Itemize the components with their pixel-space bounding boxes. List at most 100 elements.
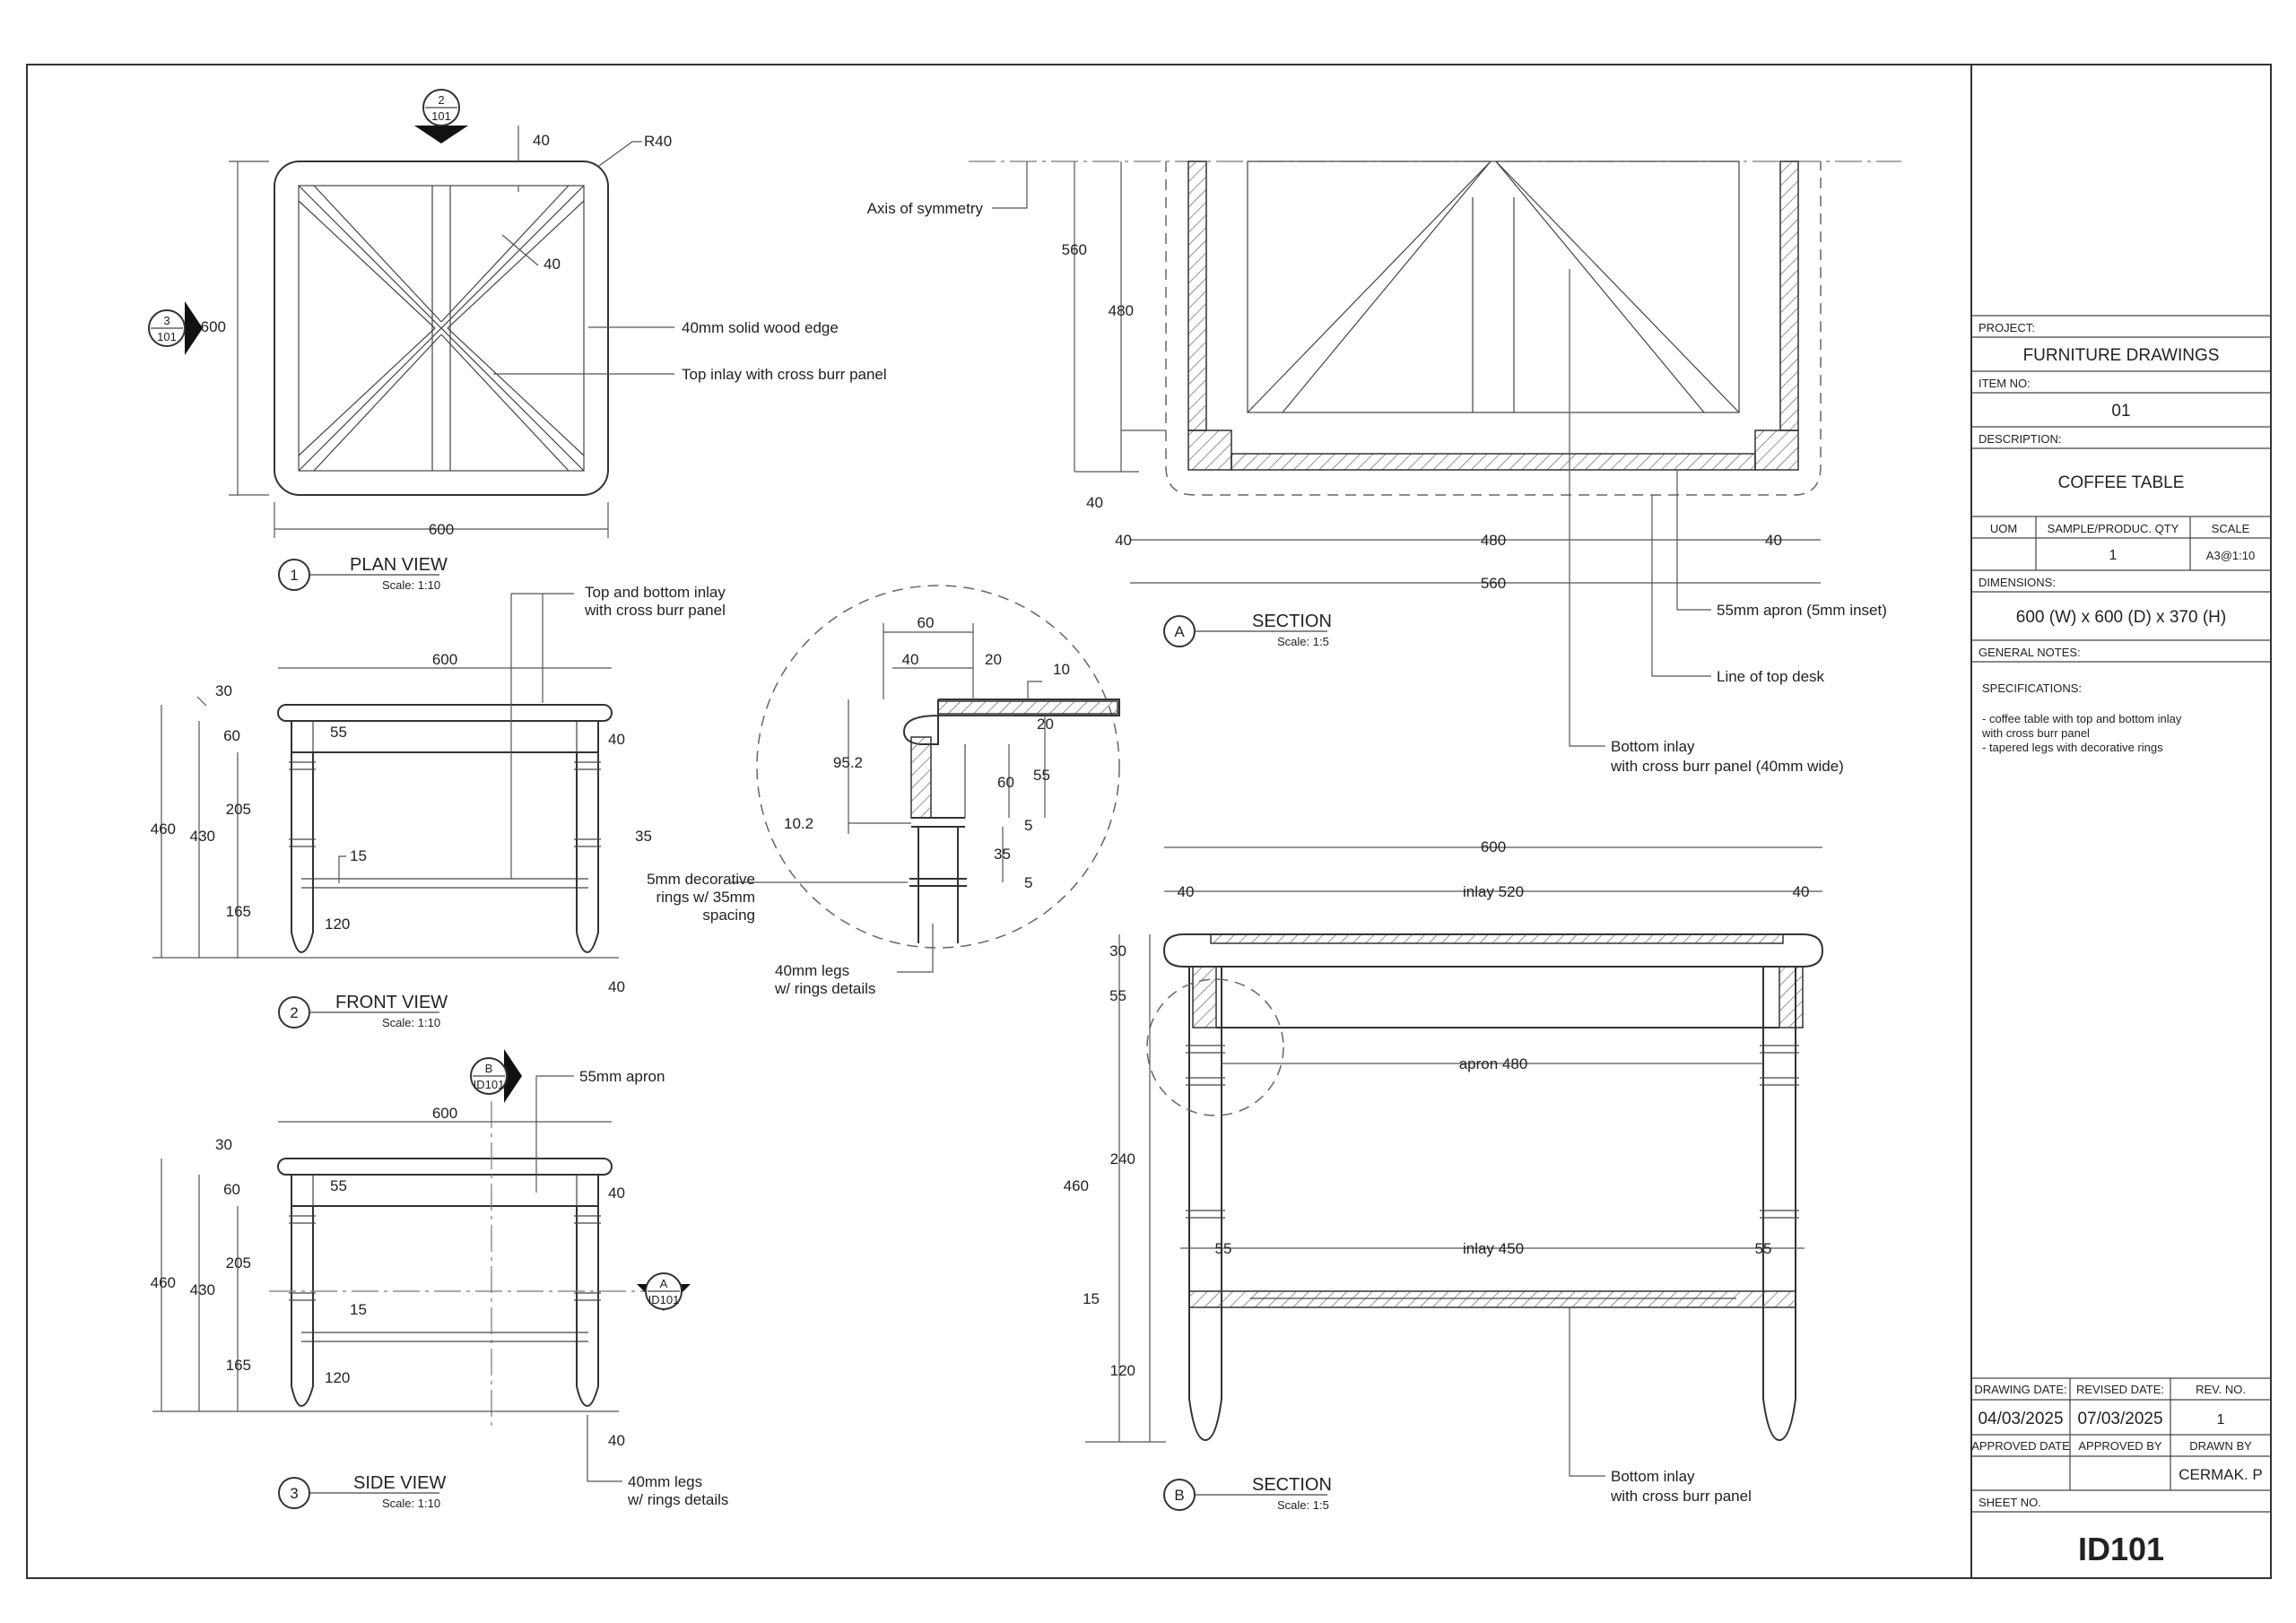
side-view: 600 30 460 430 60 205 165 55 40 15 120 4… [151,1068,729,1508]
drawing-label: 30 [215,682,232,699]
drawing-label: Bottom inlay [1611,738,1695,755]
drawing-label: 460 [1064,1177,1089,1194]
drawing-label: 165 [226,903,251,920]
drawing-label: B [1174,1487,1184,1504]
description-value: COFFEE TABLE [2058,473,2185,492]
plan-note-inlay: Top inlay with cross burr panel [682,366,887,383]
drawing-label: 10.2 [784,815,813,832]
drawing-label: Scale: 1:10 [382,578,440,592]
sheet-no-label: SHEET NO. [1979,1496,2041,1509]
drawing-label: spacing [702,907,755,924]
drawing-label: Bottom inlay [1611,1468,1695,1485]
section-marker-side-b[interactable]: B ID101 [470,1049,522,1103]
drawing-label: Top and bottom inlay [585,584,726,601]
drawing-date-value: 04/03/2025 [1978,1410,2063,1428]
drawing-label: 2 [438,93,444,107]
drawing-label: 120 [1110,1362,1135,1379]
section-marker-side-a[interactable]: A ID101 [637,1272,691,1311]
plan-view: 600 600 40 R40 40 40mm solid wood edge T… [201,126,887,538]
drawing-label: 430 [190,1281,215,1298]
drawing-label: 40 [608,978,625,995]
plan-dim-600-v: 600 [201,318,226,335]
qty-value: 1 [2109,548,2118,563]
view-title-front: 2 FRONT VIEW Scale: 1:10 [278,993,448,1029]
section-b: 600 40 inlay 520 40 30 55 460 240 15 120… [1064,838,1824,1505]
item-no-label: ITEM NO: [1979,377,2031,390]
drawing-label: 3 [163,314,170,327]
note-line: with cross burr panel [1981,726,2090,740]
drawing-label: 40 [1115,532,1132,549]
drawing-label: w/ rings details [627,1491,728,1508]
scale-value: A3@1:10 [2206,549,2255,562]
drawing-label: 55mm apron (5mm inset) [1717,602,1887,619]
note-line: SPECIFICATIONS: [1982,681,2082,695]
dimensions-label: DIMENSIONS: [1979,576,2056,589]
drawing-label: 120 [325,916,350,933]
qty-label: SAMPLE/PRODUC. QTY [2048,522,2179,535]
drawing-label: 40mm legs [775,962,849,979]
drawing-label: 205 [226,1254,251,1271]
drawing-label: 35 [994,846,1011,863]
drawing-label: 3 [290,1485,298,1502]
drawing-label: 5mm decorative [647,871,755,888]
drawing-label: 60 [997,774,1014,791]
drawing-label: SECTION [1252,1475,1332,1495]
drawing-label: 20 [985,651,1002,668]
section-marker-plan-top[interactable]: 2 101 [414,89,468,143]
drawing-label: 30 [1109,942,1126,959]
sheet-no-value: ID101 [2078,1531,2164,1567]
drawing-label: 2 [290,1004,298,1021]
drawing-date-label: DRAWING DATE: [1974,1383,2066,1396]
view-title-section-a: A SECTION Scale: 1:5 [1163,612,1332,648]
drawing-label: 40 [902,651,919,668]
drawing-label: 55 [1109,987,1126,1004]
drawing-label: ID101 [474,1078,505,1091]
drawing-label: 1 [290,567,298,584]
revised-date-value: 07/03/2025 [2077,1410,2162,1428]
drawing-label: 101 [431,109,451,123]
drawing-label: 40 [1793,883,1810,900]
drawing-label: SIDE VIEW [353,1473,446,1493]
drawing-label: 600 [432,1105,457,1122]
drawing-label: 40mm legs [628,1473,702,1490]
item-no-value: 01 [2111,402,2130,421]
section-marker-plan-left[interactable]: 3 101 [148,301,203,355]
drawing-label: 55 [1033,767,1050,784]
drawing-label: 460 [151,820,176,838]
drawing-label: 240 [1110,1150,1135,1167]
drawing-label: 560 [1062,241,1087,258]
drawing-label: 15 [1083,1290,1100,1307]
plan-dim-600-h: 600 [429,521,454,538]
drawing-label: 165 [226,1357,251,1374]
drawing-label: 95.2 [833,754,863,771]
approved-by-label: APPROVED BY [2078,1439,2162,1453]
sheet-border [26,64,2272,1579]
drawing-label: 60 [223,1181,240,1198]
drawing-label: 430 [190,828,215,845]
drawing-label: 15 [350,847,367,864]
drawing-label: apron 480 [1459,1055,1528,1072]
title-block: PROJECT: FURNITURE DRAWINGS ITEM NO: 01 … [1970,65,2271,1578]
drawing-label: 40 [1086,494,1103,511]
drawing-label: with cross burr panel [1610,1488,1752,1505]
drawing-label: Line of top desk [1717,668,1825,685]
drawing-label: 15 [350,1301,367,1318]
drawing-label: 101 [157,330,177,343]
drawing-label: Axis of symmetry [867,200,984,217]
description-label: DESCRIPTION: [1979,432,2061,446]
drawing-label: 10 [1053,661,1070,678]
plan-dim-40-diag: 40 [544,256,561,273]
drawing-label: 40 [608,1432,625,1449]
dimensions-value: 600 (W) x 600 (D) x 370 (H) [2016,608,2226,627]
drawing-label: A [1174,623,1185,640]
drawing-label: 40 [1178,883,1195,900]
drawing-label: Scale: 1:10 [382,1016,440,1029]
plan-dim-r40: R40 [644,133,672,150]
view-title-plan: 1 PLAN VIEW Scale: 1:10 [278,555,448,592]
drawing-label: 5 [1024,874,1032,891]
drawing-label: 60 [223,727,240,744]
drawing-label: 40 [608,1185,625,1202]
drawing-label: Scale: 1:5 [1277,1498,1329,1512]
rev-no-label: REV. NO. [2196,1383,2246,1396]
